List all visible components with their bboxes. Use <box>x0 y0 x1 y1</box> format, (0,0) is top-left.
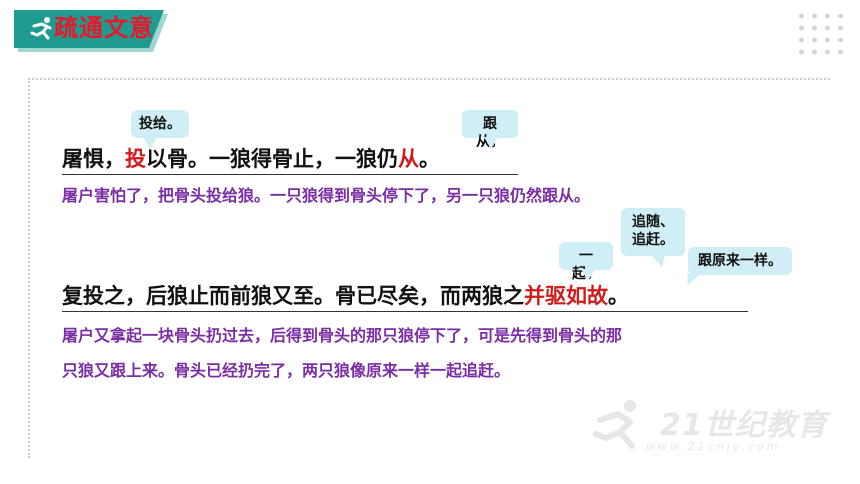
classical-sentence-1: 屠惧，投以骨。一狼得骨止，一狼仍从。 <box>62 145 440 173</box>
frame-top-border <box>28 78 830 80</box>
dot-grid-decoration <box>795 10 847 58</box>
watermark-logo: 21世纪教育 www.21cnjy.com <box>590 396 840 466</box>
highlight-word: 从 <box>398 147 419 171</box>
annotation-bubble-rugu: 跟原来一样。 <box>688 247 792 275</box>
translation-1: 屠户害怕了，把骨头投给狼。一只狼得到骨头停下了，另一只狼仍然跟从。 <box>62 186 591 205</box>
highlight-word: 并驱如故 <box>524 284 608 308</box>
sentence-text: 复投之，后狼止而前狼又至。骨已尽矣，而两狼之 <box>62 284 524 308</box>
classical-sentence-2: 复投之，后狼止而前狼又至。骨已尽矣，而两狼之并驱如故。 <box>62 282 629 310</box>
translation-2-line-1: 屠户又拿起一块骨头扔过去，后得到骨头的那只狼停下了，可是先得到骨头的那 <box>62 326 623 345</box>
sentence-underline <box>62 174 518 175</box>
runner-icon <box>30 17 52 40</box>
highlight-word: 投 <box>125 147 146 171</box>
annotation-bubble-bing: 一起。 <box>559 242 613 282</box>
watermark-runner-icon <box>593 400 636 449</box>
translation-2-line-2: 只狼又跟上来。骨头已经扔完了，两只狼像原来一样一起追赶。 <box>62 361 511 380</box>
sentence-text: 。 <box>419 147 440 171</box>
annotation-bubble-cong: 跟从。 <box>462 110 518 150</box>
annotation-bubble-qu: 追随、追赶。 <box>621 208 685 256</box>
annotation-bubble-tou: 投给。 <box>131 110 189 149</box>
watermark-text: 21世纪教育 <box>660 408 828 443</box>
sentence-underline <box>62 311 748 312</box>
watermark-url: www.21cnjy.com <box>646 440 781 453</box>
sentence-text: 屠惧， <box>62 147 125 171</box>
page-title: 疏通文意 <box>54 14 154 42</box>
title-badge <box>14 10 164 48</box>
sentence-text: 。 <box>608 284 629 308</box>
sentence-text: 以骨。一狼得骨止，一狼仍 <box>146 147 398 171</box>
frame-left-border <box>28 78 30 458</box>
